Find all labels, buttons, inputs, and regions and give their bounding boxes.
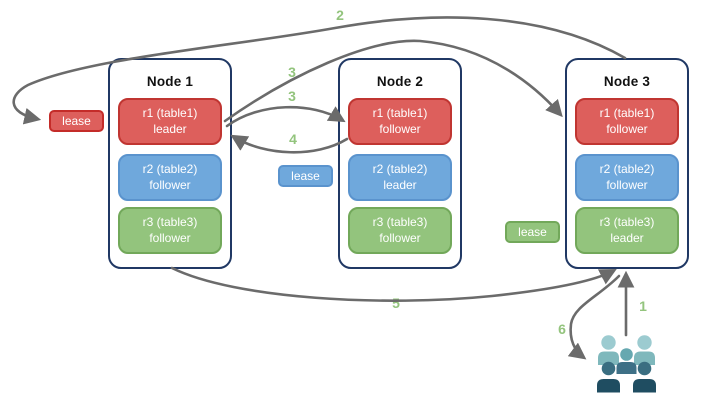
node1-replica-r1: r1 (table1) leader [118, 98, 222, 145]
step-label-3a: 3 [288, 64, 296, 80]
node2-replica-r2: r2 (table2) leader [348, 154, 452, 201]
replica-role: follower [379, 121, 421, 136]
step-label-2: 2 [336, 7, 344, 23]
node3-replica-r2: r2 (table2) follower [575, 154, 679, 201]
node-2-card: Node 2 r1 (table1) follower r2 (table2) … [338, 58, 462, 269]
step-label-1: 1 [639, 298, 647, 314]
replica-name: r3 (table3) [142, 215, 198, 230]
node-1-title: Node 1 [146, 74, 194, 89]
lease-badge-table1: lease [49, 110, 104, 132]
node2-replica-r1: r1 (table1) follower [348, 98, 452, 145]
node-3-title: Node 3 [603, 74, 651, 89]
replica-name: r2 (table2) [142, 162, 198, 177]
step-label-3b: 3 [288, 88, 296, 104]
lease-badge-table2: lease [278, 165, 333, 187]
node-3-card: Node 3 r1 (table1) follower r2 (table2) … [565, 58, 689, 269]
arrow-step6-node3-to-clients [567, 274, 621, 360]
node1-replica-r2: r2 (table2) follower [118, 154, 222, 201]
node3-replica-r1: r1 (table1) follower [575, 98, 679, 145]
arrow-step2-node3-to-lease1 [12, 16, 627, 125]
step-label-6: 6 [558, 321, 566, 337]
replica-name: r1 (table1) [142, 106, 198, 121]
node-2-title: Node 2 [376, 74, 424, 89]
replica-name: r2 (table2) [372, 162, 428, 177]
step-label-5: 5 [392, 295, 400, 311]
replica-role: follower [149, 230, 191, 245]
replica-name: r1 (table1) [599, 106, 655, 121]
replica-name: r1 (table1) [372, 106, 428, 121]
node1-replica-r3: r3 (table3) follower [118, 207, 222, 254]
replica-role: leader [153, 121, 187, 136]
node2-replica-r3: r3 (table3) follower [348, 207, 452, 254]
replica-role: leader [383, 177, 417, 192]
replica-role: follower [606, 121, 648, 136]
step-label-4: 4 [289, 131, 297, 147]
lease-badge-table3: lease [505, 221, 560, 243]
replica-role: follower [606, 177, 648, 192]
replica-role: follower [149, 177, 191, 192]
replica-name: r3 (table3) [599, 215, 655, 230]
replica-name: r2 (table2) [599, 162, 655, 177]
arrow-step3-node1-to-node2 [225, 105, 346, 128]
replica-name: r3 (table3) [372, 215, 428, 230]
node-1-card: Node 1 r1 (table1) leader r2 (table2) fo… [108, 58, 232, 269]
node3-replica-r3: r3 (table3) leader [575, 207, 679, 254]
replica-role: follower [379, 230, 421, 245]
replica-role: leader [610, 230, 644, 245]
users-group-icon [597, 335, 656, 393]
